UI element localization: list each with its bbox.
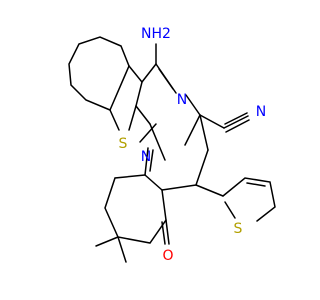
atom-s-thieno: S	[119, 136, 128, 152]
atom-n-nitrile: N	[256, 104, 266, 120]
bond-s1-c	[128, 105, 137, 131]
bond-c-n-double	[158, 68, 174, 90]
bond-c-c	[184, 114, 201, 146]
bond-nitrile-3	[225, 119, 250, 133]
bond-n-c-ring	[144, 147, 149, 176]
molecule-structure: NH2 N N N S S O	[68, 26, 276, 264]
bond-thiophene-top	[128, 65, 143, 107]
bond-c-o-double	[161, 221, 166, 245]
thienyl-ring	[222, 177, 276, 222]
atom-n-fused: N	[141, 149, 151, 165]
bond-double-ring	[149, 149, 154, 172]
bond-n-c-fused	[139, 123, 157, 143]
bond-c-thienyl	[195, 184, 224, 197]
bond-ring-closure	[149, 123, 166, 161]
bond-methyl-1	[95, 236, 119, 247]
bond-c-o	[165, 219, 170, 245]
bond-c-c-6ring	[199, 114, 209, 151]
atom-nh2: NH2	[141, 26, 171, 42]
bond-c-c-ring2	[144, 174, 163, 191]
bond-c-thienyl-c	[195, 149, 209, 186]
bond-c-cn	[199, 114, 225, 129]
molecule-diagram: NH2 N N N S S O	[68, 26, 276, 264]
bond-thieno-pyrimidine	[135, 105, 151, 125]
bond-skeleton	[68, 36, 276, 263]
bond-nitrile-2	[224, 112, 248, 125]
atom-labels: NH2 N N N S S O	[119, 26, 267, 264]
thienyl-double-1	[246, 182, 266, 187]
bond-n-c	[185, 94, 201, 116]
atom-n-pyrimidine: N	[177, 92, 187, 108]
bond-methyl-2	[117, 236, 127, 263]
bond-c-cnh2	[141, 63, 157, 83]
bond-c-c-ring	[161, 184, 197, 191]
bond-nitrile-1	[223, 115, 249, 129]
atom-o-ketone: O	[162, 248, 173, 264]
cycloheptane-ring	[68, 36, 130, 111]
bond-thiophene-left	[109, 65, 130, 111]
atom-s-thienyl: S	[234, 221, 243, 237]
bond-c-s-thienyl	[224, 201, 236, 219]
bond-c-s1	[109, 109, 120, 131]
